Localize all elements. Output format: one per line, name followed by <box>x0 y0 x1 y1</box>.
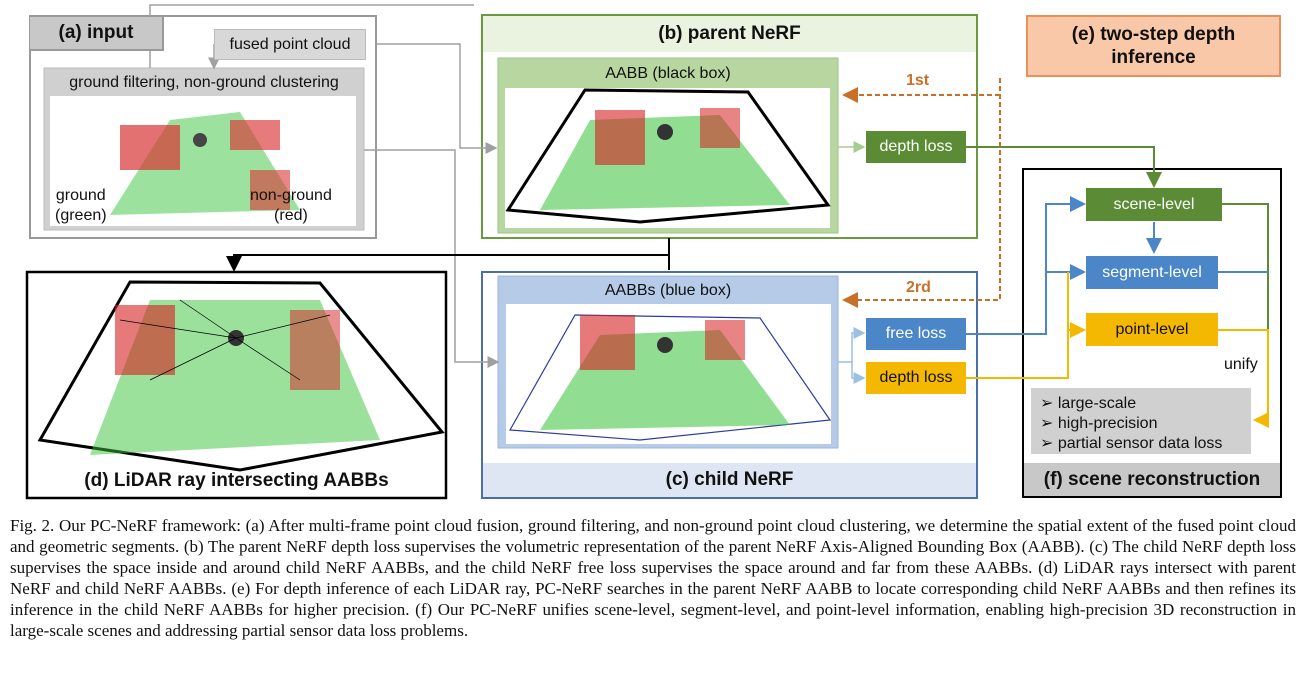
step2-label: 2rd <box>906 279 931 296</box>
unify-label: unify <box>1224 356 1258 373</box>
child-point-cloud <box>509 314 832 441</box>
lidar-point-cloud <box>37 280 445 472</box>
figure-caption: Fig. 2. Our PC-NeRF framework: (a) After… <box>10 516 1296 640</box>
bullet-2: ➢ high-precision <box>1040 415 1158 432</box>
ground-label: ground (green) <box>55 187 107 224</box>
segment-level-box: segment-level <box>1086 256 1218 289</box>
arrow-bullet-icon: ➢ <box>1040 395 1058 412</box>
parent-depth-loss-box: depth loss <box>866 131 966 163</box>
step1-label: 1st <box>906 72 930 89</box>
parent-header <box>483 16 976 52</box>
filter-label: ground filtering, non-ground clustering <box>69 74 339 91</box>
nonground-label: non-ground (red) <box>250 187 332 224</box>
input-point-cloud <box>110 112 300 215</box>
fused-point-cloud-box: fused point cloud <box>214 29 366 60</box>
bullet-3: ➢ partial sensor data loss <box>1040 435 1223 452</box>
arrow-bullet-icon: ➢ <box>1040 415 1058 432</box>
input-image <box>50 96 356 226</box>
bullet-1: ➢ large-scale <box>1040 395 1137 412</box>
free-loss-box: free loss <box>866 318 966 350</box>
child-depth-loss-box: depth loss <box>866 362 966 394</box>
input-title: (a) input <box>30 17 164 51</box>
depth-inference-box: (e) two-step depth inference <box>1026 15 1281 77</box>
scene-level-box: scene-level <box>1086 188 1222 221</box>
child-title: (c) child NeRF <box>665 469 794 490</box>
aabb-label: AABB (black box) <box>605 65 731 82</box>
parent-point-cloud <box>505 88 831 224</box>
reconstruction-footer <box>1024 463 1280 496</box>
arrow-bullet-icon: ➢ <box>1040 435 1058 452</box>
parent-title: (b) parent NeRF <box>658 23 801 44</box>
reconstruction-title: (f) scene reconstruction <box>1043 469 1261 490</box>
child-footer <box>483 463 976 497</box>
point-level-box: point-level <box>1086 313 1218 346</box>
bullet-box <box>1031 388 1251 454</box>
aabbs-label: AABBs (blue box) <box>604 282 732 299</box>
lidar-title: (d) LiDAR ray intersecting AABBs <box>84 470 389 491</box>
